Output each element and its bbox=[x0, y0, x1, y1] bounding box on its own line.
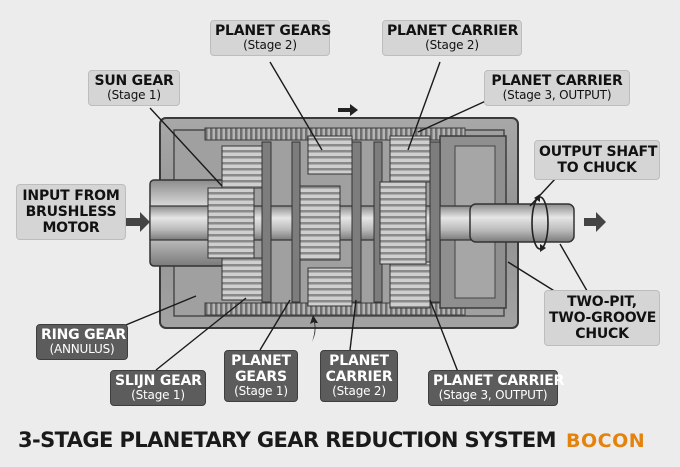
stage1-planet-bottom bbox=[222, 258, 262, 300]
label-chuck: TWO-PIT, TWO-GROOVE CHUCK bbox=[544, 290, 660, 346]
label-line: OUTPUT SHAFT bbox=[539, 144, 655, 160]
label-subtitle: (Stage 2) bbox=[215, 39, 325, 53]
output-arrow-icon bbox=[584, 212, 606, 232]
label-subtitle: (ANNULUS) bbox=[41, 343, 123, 357]
input-arrow-icon bbox=[126, 212, 150, 232]
label-title: PLANET CARRIER bbox=[387, 23, 517, 39]
label-line: PLANET bbox=[229, 353, 293, 369]
stage2-planet-top bbox=[308, 136, 352, 174]
label-subtitle: (Stage 2) bbox=[325, 385, 393, 399]
label-planet-carrier-stage2-top: PLANET CARRIER (Stage 2) bbox=[382, 20, 522, 56]
label-title: SUN GEAR bbox=[93, 73, 175, 89]
label-line: BRUSHLESS bbox=[21, 204, 121, 220]
label-line: PLANET bbox=[325, 353, 393, 369]
stage1-planet-top bbox=[222, 146, 262, 188]
stage2-sun-gear bbox=[300, 186, 340, 260]
label-input-motor: INPUT FROM BRUSHLESS MOTOR bbox=[16, 184, 126, 240]
label-planet-carrier-stage3-top: PLANET CARRIER (Stage 3, OUTPUT) bbox=[484, 70, 630, 106]
label-subtitle: (Stage 1) bbox=[93, 89, 175, 103]
label-sun-gear-stage1: SUN GEAR (Stage 1) bbox=[88, 70, 180, 106]
label-title: PLANET CARRIER bbox=[433, 373, 553, 389]
label-line: GEARS bbox=[229, 369, 293, 385]
label-subtitle: (Stage 1) bbox=[229, 385, 293, 399]
stage2-planet-bottom bbox=[308, 268, 352, 306]
label-subtitle: (Stage 1) bbox=[115, 389, 201, 403]
label-line: MOTOR bbox=[21, 220, 121, 236]
label-line: CARRIER bbox=[325, 369, 393, 385]
label-subtitle: (Stage 3, OUTPUT) bbox=[489, 89, 625, 103]
label-planet-carrier-stage3-bottom: PLANET CARRIER (Stage 3, OUTPUT) bbox=[428, 370, 558, 406]
label-title: PLANET GEARS bbox=[215, 23, 325, 39]
label-subtitle: (Stage 3, OUTPUT) bbox=[433, 389, 553, 403]
label-ring-gear: RING GEAR (ANNULUS) bbox=[36, 324, 128, 360]
stage1-sun-gear bbox=[208, 188, 254, 258]
label-planet-gears-stage1: PLANET GEARS (Stage 1) bbox=[224, 350, 298, 402]
stage3-planet-bottom bbox=[390, 262, 430, 308]
brand-logo: BOCON bbox=[566, 430, 645, 452]
label-line: TWO-GROOVE bbox=[549, 310, 655, 326]
carrier-plate-1 bbox=[262, 142, 271, 302]
label-output-shaft: OUTPUT SHAFT TO CHUCK bbox=[534, 140, 660, 180]
label-sun-gear-bottom: SLIJN GEAR (Stage 1) bbox=[110, 370, 206, 406]
carrier-plate-2 bbox=[352, 142, 361, 302]
label-title: SLIJN GEAR bbox=[115, 373, 201, 389]
label-line: TWO-PIT, bbox=[549, 294, 655, 310]
diagram-title: 3-STAGE PLANETARY GEAR REDUCTION SYSTEM bbox=[18, 428, 556, 452]
label-title: PLANET CARRIER bbox=[489, 73, 625, 89]
label-title: RING GEAR bbox=[41, 327, 123, 343]
output-shaft bbox=[470, 204, 574, 242]
label-planet-carrier-stage2-bottom: PLANET CARRIER (Stage 2) bbox=[320, 350, 398, 402]
label-line: INPUT FROM bbox=[21, 188, 121, 204]
stage3-sun-gear bbox=[380, 182, 426, 264]
label-line: CHUCK bbox=[549, 326, 655, 342]
carrier-plate-3 bbox=[430, 142, 440, 302]
label-subtitle: (Stage 2) bbox=[387, 39, 517, 53]
label-line: TO CHUCK bbox=[539, 160, 655, 176]
label-planet-gears-stage2: PLANET GEARS (Stage 2) bbox=[210, 20, 330, 56]
rotation-arrow-icon bbox=[338, 104, 358, 116]
